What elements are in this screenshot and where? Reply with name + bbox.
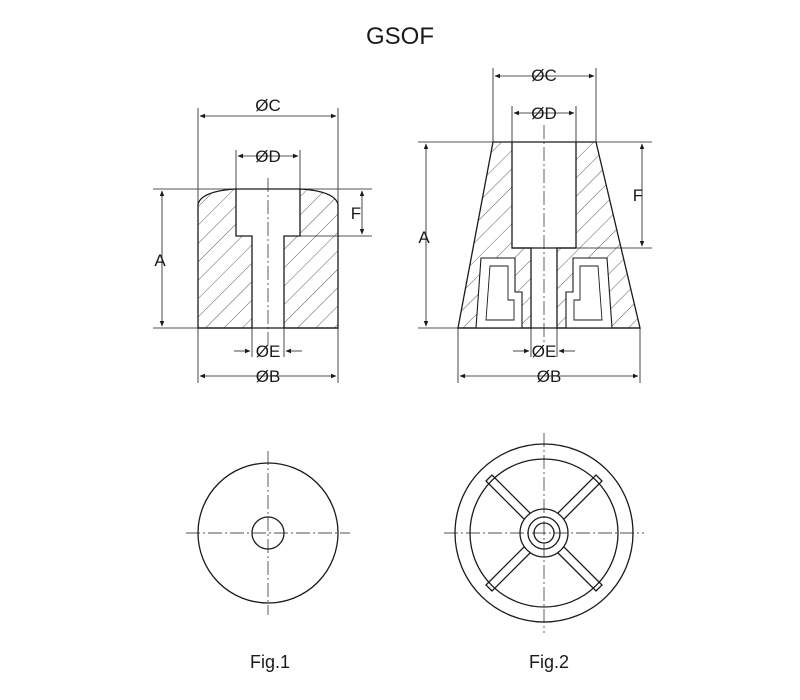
fig1-section-view: A ØC ØD F ØE ØB [153,96,372,386]
fig1-bottom-view [186,451,350,615]
drawing-title: GSOF [366,23,434,50]
fig1-dim-c: ØC [255,96,281,115]
fig2-caption: Fig.2 [529,652,569,672]
fig1-left-section [197,188,253,329]
fig2-dim-f: F [633,186,643,205]
fig2-dim-e: ØE [532,342,557,361]
fig1-dim-d: ØD [255,147,281,166]
fig2-dim-b: ØB [537,367,562,386]
fig1-caption: Fig.1 [250,652,290,672]
fig2-dim-c: ØC [531,66,557,85]
fig2-dim-d: ØD [531,104,557,123]
fig1-dim-f: F [351,204,361,223]
fig2-dim-a: A [418,228,430,247]
fig1-right-section [283,188,339,329]
fig1-dim-a: A [154,251,166,270]
fig2-bottom-view [444,433,644,633]
fig1-dim-e: ØE [256,342,281,361]
fig1-dim-b: ØB [256,367,281,386]
fig2-section-view: A ØC ØD F ØE ØB [418,66,652,386]
